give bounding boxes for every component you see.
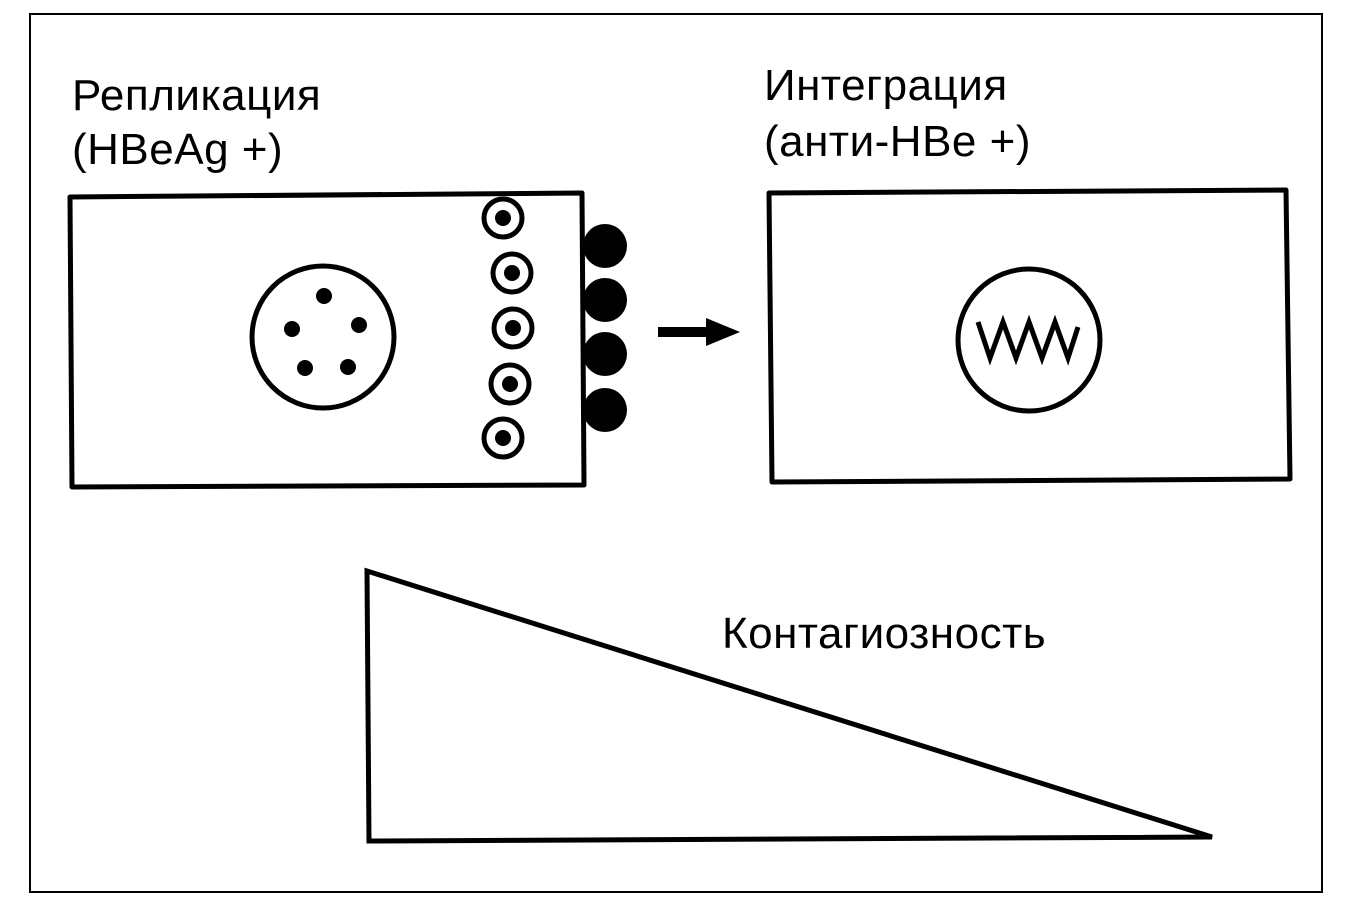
surface-antigen: [583, 224, 627, 268]
virion-icon: [481, 196, 525, 240]
virion-column: [481, 196, 535, 460]
virion-icon: [488, 362, 532, 406]
viral-particle: [340, 359, 356, 375]
replication-title: Репликация: [72, 71, 322, 120]
virion-icon: [481, 416, 525, 460]
transition-arrow-icon: [658, 318, 740, 346]
diagram-frame: [29, 13, 1323, 893]
nucleus-circle: [249, 263, 397, 411]
replication-subtitle: (HBeAg +): [72, 125, 284, 174]
viral-particle: [284, 321, 300, 337]
integrated-dna-zigzag-icon: [975, 314, 1081, 366]
contagiousness-wedge: [364, 567, 1213, 844]
replicating-cell-outline: [67, 190, 587, 490]
integrated-cell-outline: [766, 187, 1293, 485]
surface-antigen: [583, 388, 627, 432]
integration-title: Интеграция: [764, 61, 1008, 110]
viral-particle: [351, 317, 367, 333]
viral-particle: [316, 288, 332, 304]
integrated-cell: [766, 187, 1293, 485]
nucleus-circle: [955, 266, 1103, 414]
replicating-cell: [67, 190, 627, 490]
viral-particle: [297, 360, 313, 376]
surface-antigen: [583, 278, 627, 322]
replicating-nucleus: [249, 263, 397, 411]
surface-antigen-column: [583, 224, 627, 432]
contagiousness-label: Контагиозность: [722, 609, 1047, 658]
surface-antigen: [583, 332, 627, 376]
virion-icon: [490, 251, 534, 295]
integrated-nucleus: [955, 266, 1103, 414]
virion-icon: [491, 306, 535, 350]
integration-subtitle: (анти-HBe +): [764, 117, 1031, 166]
